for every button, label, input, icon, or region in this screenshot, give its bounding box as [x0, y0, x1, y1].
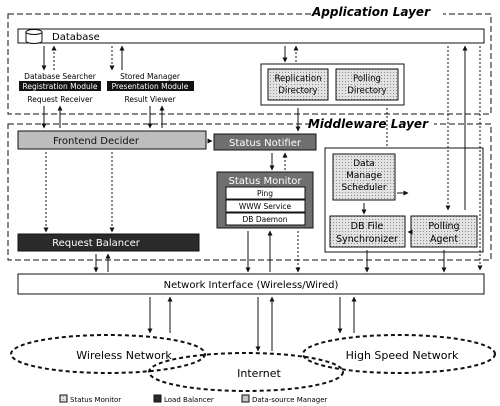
db-searcher-label: Database Searcher	[24, 72, 97, 81]
request-balancer-box	[17, 233, 200, 252]
internet-ellipse	[148, 352, 344, 392]
wireless-network-ellipse	[10, 334, 206, 374]
request-balancer-label: Request Balancer	[52, 238, 141, 249]
legend: Status Monitor Load Balancer Data-source…	[59, 394, 328, 404]
ping-box	[225, 186, 306, 200]
frontend-decider-box	[17, 130, 207, 150]
network-interface-box	[17, 273, 485, 295]
database-box: Database	[17, 28, 485, 44]
legend-swatch-data-source-manager	[241, 394, 250, 403]
polling-agent-line2: Agent	[430, 234, 458, 245]
middleware-layer-title: Middleware Layer	[308, 117, 429, 131]
presentation-module-label: Presentation Module	[112, 82, 189, 91]
application-layer-title: Application Layer	[311, 5, 431, 19]
database-icon	[25, 29, 43, 44]
polling-agent-line1: Polling	[428, 221, 459, 232]
db-file-synchronizer-box	[329, 215, 406, 248]
db-daemon-box	[225, 212, 306, 226]
high-speed-network-ellipse	[302, 334, 496, 374]
request-receiver-label: Request Receiver	[27, 95, 93, 104]
data-source-manager-group: Data Manage Scheduler DB File Synchroniz…	[324, 147, 484, 253]
data-manage-scheduler-line1: Data	[353, 159, 375, 169]
legend-swatch-status-monitor	[59, 394, 68, 403]
legend-swatch-load-balancer	[153, 394, 162, 403]
ping-label: Ping	[257, 189, 273, 198]
replication-directory-line1: Replication	[274, 74, 321, 84]
connector-lines	[41, 45, 483, 352]
db-file-synchronizer-line1: DB File	[351, 221, 384, 232]
legend-label-data-source-manager: Data-source Manager	[252, 396, 328, 404]
db-searcher-module: Database Searcher Registration Module Re…	[19, 72, 101, 104]
polling-agent-box	[410, 215, 478, 248]
stored-manager-module: Stored Manager Presentation Module Resul…	[107, 72, 194, 104]
polling-directory-line2: Directory	[347, 86, 386, 96]
status-notifier-box	[213, 133, 317, 151]
directory-group: Replication Directory Polling Directory	[260, 63, 405, 106]
frontend-decider-label: Frontend Decider	[53, 136, 140, 147]
data-manage-scheduler-line3: Scheduler	[341, 183, 386, 193]
result-viewer-label: Result Viewer	[124, 95, 176, 104]
data-manage-scheduler-line2: Manage	[346, 171, 382, 181]
db-daemon-label: DB Daemon	[243, 215, 288, 224]
replication-directory-line2: Directory	[278, 86, 317, 96]
networks: Wireless Network Internet High Speed Net…	[10, 334, 496, 392]
data-manage-scheduler-box	[332, 153, 396, 201]
polling-directory-line1: Polling	[353, 74, 381, 84]
legend-label-status-monitor: Status Monitor	[70, 396, 121, 404]
status-monitor-label: Status Monitor	[228, 176, 302, 187]
status-notifier-label: Status Notifier	[229, 138, 302, 149]
high-speed-network-label: High Speed Network	[346, 349, 459, 362]
registration-module-label: Registration Module	[23, 82, 98, 91]
status-monitor-box: Status Monitor Ping WWW Service DB Daemo…	[216, 171, 314, 229]
internet-label: Internet	[237, 367, 281, 380]
www-service-box	[225, 199, 306, 213]
www-service-label: WWW Service	[239, 202, 292, 211]
stored-manager-label: Stored Manager	[120, 72, 181, 81]
database-label: Database	[52, 32, 100, 43]
db-file-synchronizer-line2: Synchronizer	[336, 234, 398, 245]
legend-label-load-balancer: Load Balancer	[164, 396, 214, 404]
network-interface-label: Network Interface (Wireless/Wired)	[164, 280, 339, 291]
wireless-network-label: Wireless Network	[76, 349, 172, 362]
